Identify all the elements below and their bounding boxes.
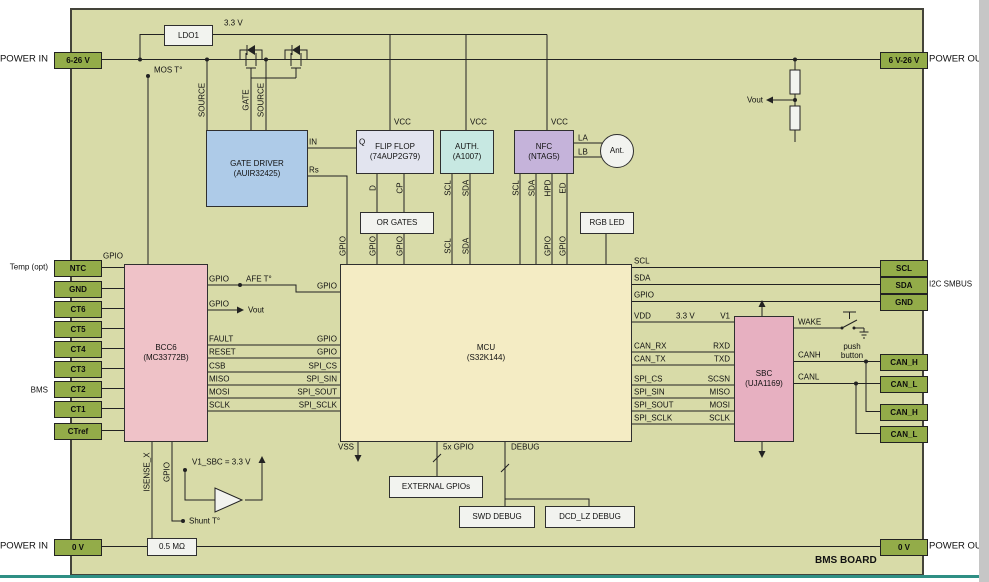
opamp-icon [214, 487, 244, 513]
page-edge-right [979, 0, 989, 582]
junction-dots [138, 57, 868, 523]
mosfet-icon [284, 45, 308, 69]
bus-slash-marks [432, 453, 510, 473]
wire-lines [100, 34, 880, 547]
ground-icon [859, 331, 869, 339]
arrowheads [237, 96, 773, 463]
board-title: BMS BOARD [815, 555, 877, 566]
resistor-divider-icon [789, 69, 801, 131]
mosfet-icon [239, 45, 263, 69]
push-button-icon [840, 311, 869, 339]
page-edge-bottom [0, 575, 989, 578]
